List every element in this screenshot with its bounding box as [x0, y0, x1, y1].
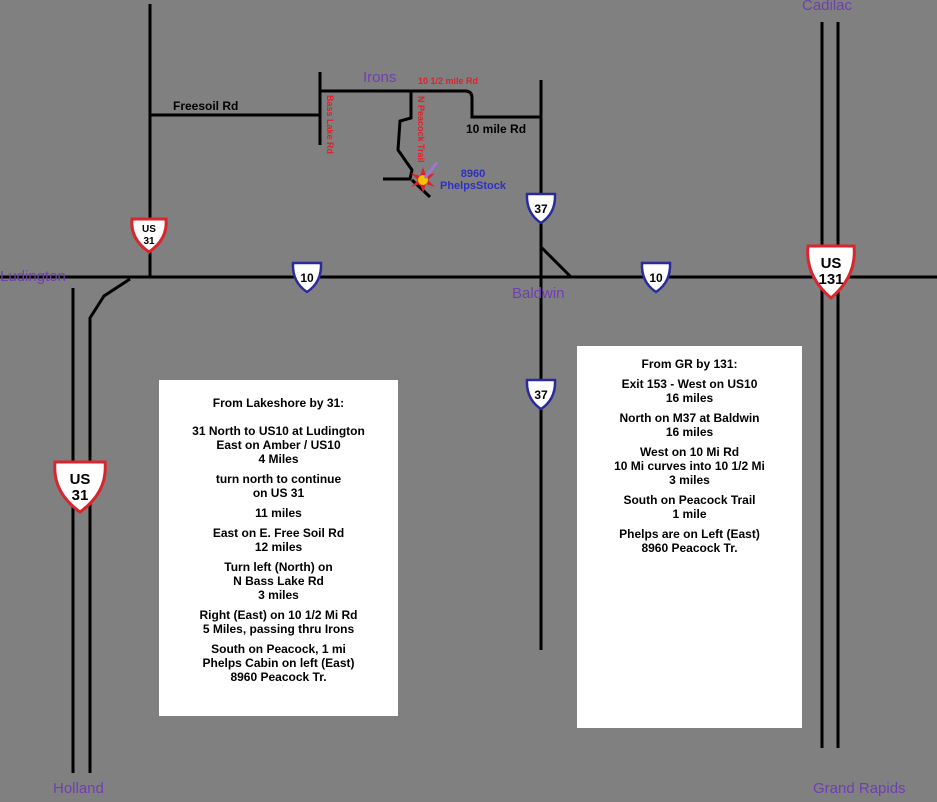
directions-line: 31 North to US10 at Ludington: [192, 424, 365, 438]
place-baldwin: Baldwin: [512, 285, 565, 302]
directions-line: South on Peacock, 1 mi: [211, 642, 346, 656]
directions-line: 4 Miles: [258, 452, 299, 466]
us31-small-line1: US: [142, 224, 156, 235]
place-grand-rapids: Grand Rapids: [813, 780, 906, 797]
directions-line: N Bass Lake Rd: [233, 574, 324, 588]
m37-top-number: 37: [534, 202, 548, 216]
baldwin-diagonal: [539, 245, 573, 279]
us31-shield-small: US 31: [130, 217, 168, 254]
place-holland: Holland: [53, 780, 104, 797]
directions-line: 1 mile: [672, 507, 707, 521]
directions-line: Exit 153 - West on US10: [621, 377, 758, 391]
directions-line: Right (East) on 10 1/2 Mi Rd: [199, 608, 358, 622]
directions-step: 11 miles: [159, 506, 398, 520]
peacock-trail-label: N Peacock Trail: [416, 96, 426, 163]
directions-line: 16 miles: [665, 425, 714, 439]
m37-bottom-number: 37: [534, 388, 548, 402]
bass-lake-road-label: Bass Lake Rd: [325, 95, 335, 155]
place-ludington: Ludington: [0, 268, 66, 285]
us31-small-line2: 31: [143, 236, 155, 247]
directions-line: turn north to continue: [215, 472, 342, 486]
directions-line: 12 miles: [254, 540, 303, 554]
directions-line: 8960 Peacock Tr.: [641, 541, 738, 555]
roads: [0, 4, 937, 773]
directions-line: on US 31: [252, 486, 305, 500]
directions-line: 3 miles: [258, 588, 299, 602]
directions-line: 16 miles: [665, 391, 714, 405]
directions-line: 10 Mi curves into 10 1/2 Mi: [614, 459, 765, 473]
peacock-trail-end: [410, 178, 432, 199]
directions-line: 5 Miles, passing thru Irons: [202, 622, 355, 636]
ten-half-mile-road-label: 10 1/2 mile Rd: [418, 76, 479, 86]
directions-line: Phelps are on Left (East): [619, 527, 760, 541]
directions-title: From GR by 131:: [641, 357, 738, 371]
m37-shield-top: 37: [525, 192, 557, 225]
us131-line1: US: [821, 255, 842, 272]
directions-line: 8960 Peacock Tr.: [230, 670, 327, 684]
destination-number: 8960: [460, 168, 486, 180]
destination-name: PhelpsStock: [439, 180, 507, 192]
us31-big-line1: US: [70, 471, 91, 488]
freesoil-road-label: Freesoil Rd: [173, 99, 239, 113]
us31-south-lane-b: [88, 277, 131, 773]
us10-shield-right: 10: [640, 261, 672, 294]
us31-big-line2: 31: [72, 487, 89, 504]
us131-shield: US 131: [806, 244, 856, 300]
directions-line: Turn left (North) on: [224, 560, 333, 574]
us10-right-number: 10: [649, 271, 663, 285]
destination-star-icon: [411, 161, 439, 193]
us10-shield-left: 10: [291, 261, 323, 294]
directions-line: East on E. Free Soil Rd: [212, 526, 345, 540]
ten-half-mile-road: [320, 89, 541, 119]
us131-line2: 131: [818, 271, 843, 288]
destination-label: 8960 PhelpsStock: [437, 168, 509, 192]
place-cadillac: Cadilac: [802, 0, 853, 14]
directions-lakeshore-box: From Lakeshore by 31: 31 North to US10 at…: [159, 380, 398, 716]
us31-shield-big: US 31: [53, 460, 107, 514]
m37-shield-bottom: 37: [525, 378, 557, 411]
directions-line: 3 miles: [669, 473, 710, 487]
directions-line: South on Peacock Trail: [623, 493, 756, 507]
ten-mile-road-label: 10 mile Rd: [466, 122, 527, 136]
peacock-trail: [383, 91, 414, 181]
directions-line: North on M37 at Baldwin: [619, 411, 760, 425]
directions-title: From Lakeshore by 31:: [212, 396, 345, 410]
directions-step: Phelps are on Left (East)8960 Peacock Tr…: [577, 527, 802, 555]
place-irons: Irons: [363, 69, 397, 86]
us10-left-number: 10: [300, 271, 314, 285]
directions-line: Phelps Cabin on left (East): [202, 656, 355, 670]
directions-line: 11 miles: [255, 506, 302, 520]
directions-line: West on 10 Mi Rd: [639, 445, 740, 459]
directions-line: East on Amber / US10: [216, 438, 341, 452]
